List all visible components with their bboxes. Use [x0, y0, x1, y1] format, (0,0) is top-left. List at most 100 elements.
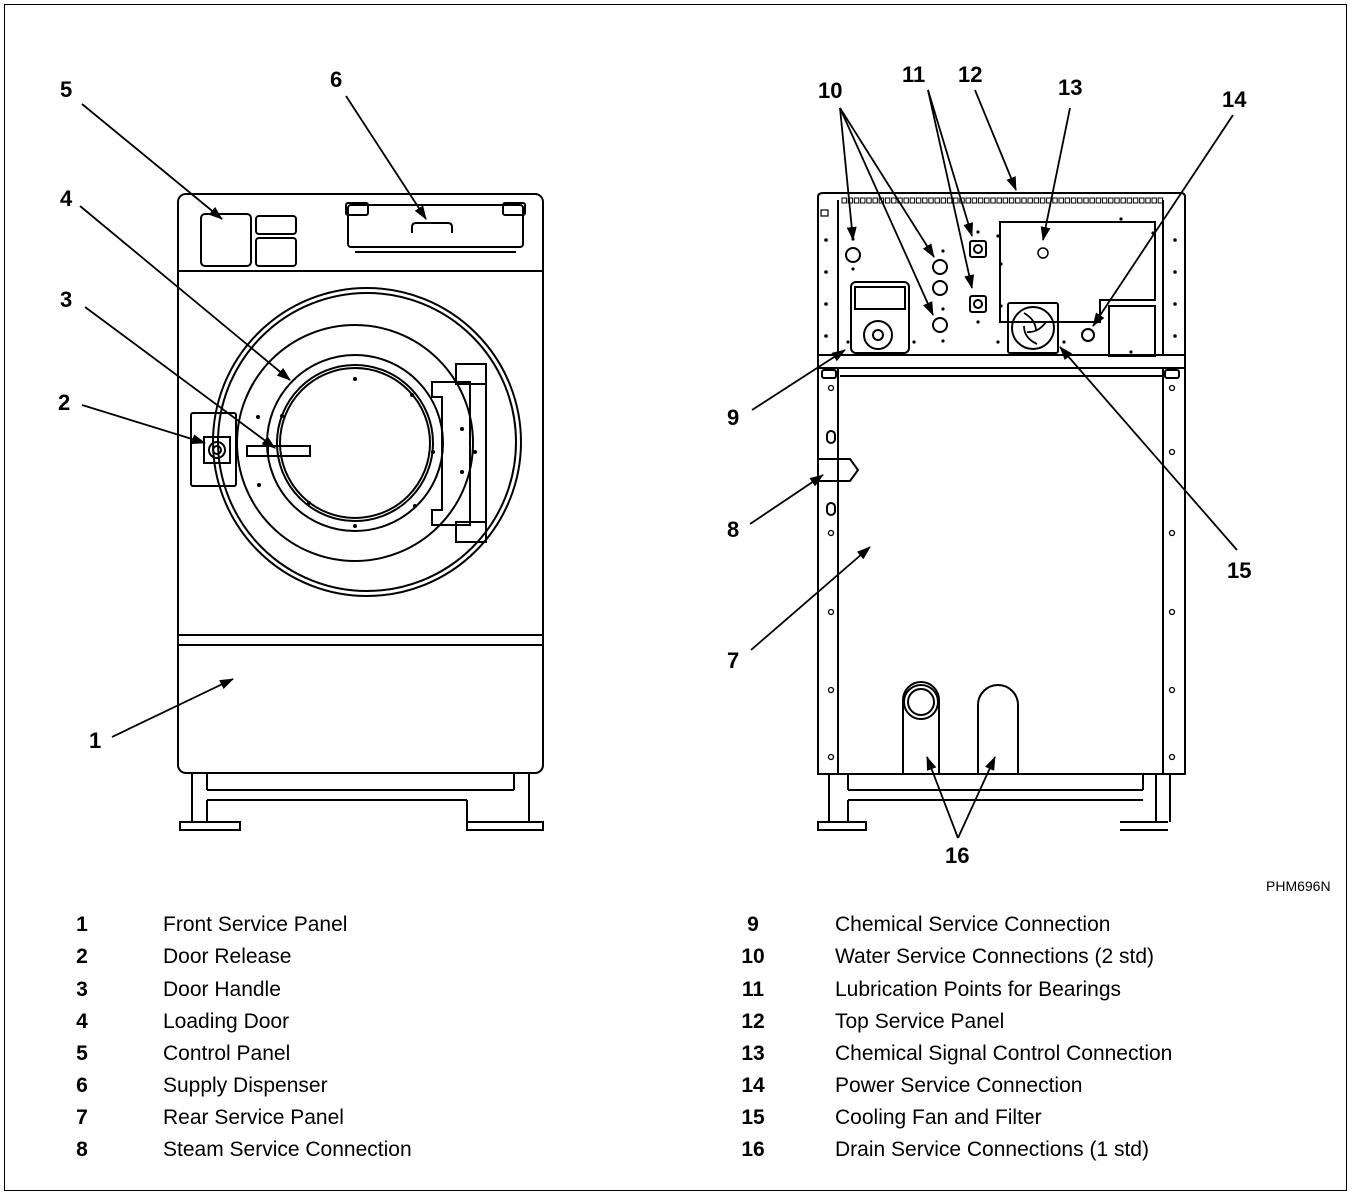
- leader-9: [751, 349, 846, 411]
- leader-2: [81, 404, 206, 444]
- leader-16a: [926, 756, 959, 839]
- vent-slot: [1064, 197, 1071, 204]
- door-handle: [246, 445, 311, 457]
- vent-slot: [1070, 197, 1077, 204]
- rear-panel-bolts: [827, 384, 1176, 761]
- door-release: [190, 412, 237, 487]
- top-service-panel-vents: [841, 197, 1164, 204]
- vent-slot: [891, 197, 897, 204]
- callout-15: 15: [1227, 558, 1251, 583]
- vent-slot: [940, 197, 947, 204]
- chemical-service-box: [850, 281, 910, 354]
- vent-slot: [903, 197, 909, 204]
- vent-slot: [922, 197, 928, 204]
- vent-slot: [977, 197, 984, 204]
- vent-slot: [953, 197, 959, 204]
- vent-slot: [965, 197, 971, 204]
- vent-slot: [1027, 197, 1033, 204]
- vent-slot: [860, 197, 866, 204]
- leader-lines: [79, 89, 1238, 839]
- vent-slot: [1157, 197, 1164, 204]
- vent-slot: [928, 197, 934, 204]
- callout-3: 3: [60, 287, 72, 312]
- vent-slot: [1033, 197, 1040, 204]
- control-panel: [200, 213, 252, 267]
- vent-slot: [1002, 197, 1009, 204]
- vent-slot: [1145, 197, 1151, 204]
- vent-slot: [1139, 197, 1145, 204]
- callout-11: 11: [902, 62, 925, 87]
- vent-slot: [1039, 197, 1046, 204]
- vent-slot: [1101, 197, 1108, 204]
- leader-10b: [839, 107, 935, 258]
- cooling-fan: [1007, 302, 1059, 354]
- leader-14: [1092, 114, 1234, 327]
- leader-16b: [957, 756, 996, 839]
- loading-door: [212, 287, 522, 597]
- leader-1: [111, 678, 234, 738]
- front-view: [177, 193, 544, 831]
- leader-10c: [839, 107, 934, 316]
- figure-frame: [4, 4, 1347, 1191]
- leader-6: [345, 95, 427, 220]
- vent-slot: [915, 197, 922, 204]
- callout-14: 14: [1222, 87, 1247, 112]
- leader-13: [1040, 107, 1071, 241]
- vent-slot: [847, 197, 854, 204]
- vent-slot: [1120, 197, 1126, 204]
- callout-12: 12: [958, 62, 982, 87]
- vent-slot: [1077, 197, 1083, 204]
- leader-11b: [927, 89, 975, 289]
- front-cabinet: [177, 193, 544, 774]
- leader-3: [84, 306, 276, 449]
- vent-slot: [841, 197, 847, 204]
- supply-dispenser: [345, 202, 526, 253]
- vent-slot: [872, 197, 878, 204]
- figure-id: PHM696N: [1266, 878, 1331, 894]
- leader-15: [1059, 346, 1238, 551]
- rear-view: [817, 192, 1186, 831]
- callout-8: 8: [727, 517, 739, 542]
- front-base: [179, 773, 544, 831]
- leader-10a: [839, 107, 857, 241]
- callout-4: 4: [60, 186, 73, 211]
- callout-16: 16: [945, 843, 969, 868]
- callout-13: 13: [1058, 75, 1082, 100]
- leader-7: [750, 546, 871, 651]
- vent-slot: [909, 197, 916, 204]
- leader-4: [79, 205, 291, 381]
- callout-6: 6: [330, 67, 342, 92]
- vent-slot: [1083, 197, 1089, 204]
- vent-slot: [1114, 197, 1120, 204]
- vent-slot: [1058, 197, 1064, 204]
- vent-slot: [934, 197, 940, 204]
- callout-1: 1: [89, 728, 101, 753]
- leader-11a: [927, 89, 974, 237]
- callout-5: 5: [60, 77, 72, 102]
- vent-slot: [853, 197, 860, 204]
- leader-12: [974, 89, 1017, 191]
- vent-slot: [996, 197, 1002, 204]
- vent-slot: [1089, 197, 1095, 204]
- vent-slot: [990, 197, 996, 204]
- callout-10: 10: [818, 78, 842, 103]
- vent-slot: [1108, 197, 1114, 204]
- callout-7: 7: [727, 648, 739, 673]
- callout-9: 9: [727, 405, 739, 430]
- leader-8: [749, 474, 824, 525]
- leader-5: [81, 103, 223, 220]
- vent-slot: [1132, 197, 1139, 204]
- vent-slot: [1095, 197, 1102, 204]
- front-door-bolts: [256, 377, 477, 528]
- vent-slot: [984, 197, 990, 204]
- vent-slot: [1008, 197, 1015, 204]
- vent-slot: [1151, 197, 1157, 204]
- vent-slot: [1052, 197, 1058, 204]
- vent-slot: [884, 197, 891, 204]
- vent-slot: [946, 197, 953, 204]
- vent-slot: [1015, 197, 1021, 204]
- vent-slot: [1021, 197, 1027, 204]
- callout-2: 2: [58, 390, 70, 415]
- vent-slot: [1126, 197, 1133, 204]
- vent-slot: [866, 197, 872, 204]
